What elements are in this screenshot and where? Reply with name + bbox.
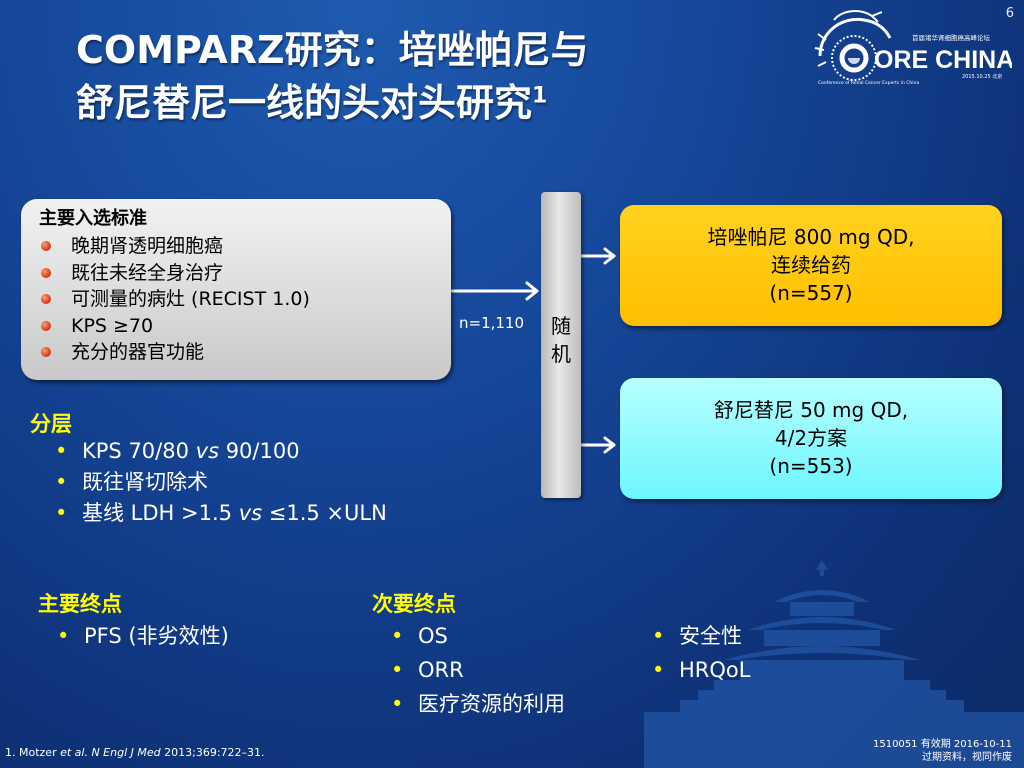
document-code: 1510051 有效期 2016-10-11 过期资料，视同作废 bbox=[873, 738, 1012, 764]
criterion-text: 可测量的病灶 (RECIST 1.0) bbox=[71, 288, 310, 310]
list-item: •OS bbox=[388, 621, 565, 652]
core-china-logo-icon: ORE CHINA 首届诸华肾细胞癌高峰论坛 2015.10.25 北京 Con… bbox=[814, 10, 1012, 86]
secondary-endpoint-list-2: •安全性 •HRQoL bbox=[649, 621, 750, 686]
document-code-line-1: 1510051 有效期 2016-10-11 bbox=[872, 739, 1012, 750]
randomization-label-2: 机 bbox=[551, 342, 571, 366]
stratification-title: 分层 bbox=[30, 412, 72, 436]
bullet-icon bbox=[41, 294, 51, 304]
title-line-1: COMPARZ研究：培唑帕尼与 bbox=[76, 28, 589, 72]
logo-subtitle: 首届诸华肾细胞癌高峰论坛 bbox=[912, 33, 991, 42]
logo-ring-text: Conference of Renal Cancer Experts in Ch… bbox=[818, 80, 919, 86]
list-item: •既往肾切除术 bbox=[52, 467, 387, 498]
list-item: 既往未经全身治疗 bbox=[39, 260, 451, 287]
sunitinib-schedule: 4/2方案 bbox=[774, 426, 848, 450]
list-item: •医疗资源的利用 bbox=[388, 689, 565, 720]
list-item: •KPS 70/80 vs 90/100 bbox=[52, 436, 387, 467]
stratification-list: •KPS 70/80 vs 90/100 •既往肾切除术 •基线 LDH >1.… bbox=[52, 436, 387, 529]
criterion-text: KPS ≥70 bbox=[71, 314, 154, 337]
bullet-icon: • bbox=[652, 624, 665, 648]
pazopanib-n: (n=557) bbox=[769, 281, 853, 305]
inclusion-criteria-list: 晚期肾透明细胞癌 既往未经全身治疗 可测量的病灶 (RECIST 1.0) KP… bbox=[39, 233, 451, 366]
document-code-line-2: 过期资料，视同作废 bbox=[922, 752, 1012, 763]
list-item: •基线 LDH >1.5 vs ≤1.5 ×ULN bbox=[52, 498, 387, 529]
list-item: •安全性 bbox=[649, 621, 750, 652]
criterion-text: 充分的器官功能 bbox=[71, 341, 205, 363]
bullet-icon: • bbox=[391, 624, 404, 648]
pazopanib-arm-box: 培唑帕尼 800 mg QD, 连续给药 (n=557) bbox=[620, 205, 1002, 326]
list-item: •HRQoL bbox=[649, 655, 750, 686]
pazopanib-schedule: 连续给药 bbox=[771, 253, 851, 277]
secondary-endpoint-title: 次要终点 bbox=[372, 592, 456, 616]
list-item: 充分的器官功能 bbox=[39, 339, 451, 366]
bullet-icon: • bbox=[391, 692, 404, 716]
bullet-icon: • bbox=[57, 624, 70, 648]
slide-title: COMPARZ研究：培唑帕尼与 舒尼替尼一线的头对头研究1 bbox=[76, 24, 589, 130]
bullet-icon bbox=[41, 320, 51, 331]
list-item: •PFS (非劣效性) bbox=[54, 621, 229, 652]
bullet-icon: • bbox=[55, 501, 68, 525]
bullet-icon bbox=[41, 347, 51, 357]
randomization-label-1: 随 bbox=[551, 314, 571, 338]
sunitinib-dose: 舒尼替尼 50 mg QD, bbox=[713, 398, 909, 422]
bullet-icon bbox=[41, 267, 51, 278]
list-item: 晚期肾透明细胞癌 bbox=[39, 233, 451, 260]
list-item: 可测量的病灶 (RECIST 1.0) bbox=[39, 286, 451, 313]
inclusion-criteria-box: 主要入选标准 晚期肾透明细胞癌 既往未经全身治疗 可测量的病灶 (RECIST … bbox=[21, 199, 451, 380]
bullet-icon: • bbox=[55, 439, 68, 463]
pazopanib-dose: 培唑帕尼 800 mg QD, bbox=[707, 225, 915, 249]
primary-endpoint-list: •PFS (非劣效性) bbox=[54, 621, 229, 652]
title-line-2: 舒尼替尼一线的头对头研究 bbox=[76, 81, 533, 125]
inclusion-criteria-title: 主要入选标准 bbox=[39, 208, 147, 229]
bullet-icon: • bbox=[652, 658, 665, 682]
secondary-endpoint-list-1: •OS •ORR •医疗资源的利用 bbox=[388, 621, 565, 720]
primary-endpoint-title: 主要终点 bbox=[38, 592, 122, 616]
logo-text: ORE CHINA bbox=[874, 46, 1012, 74]
bullet-icon: • bbox=[55, 470, 68, 494]
list-item: KPS ≥70 bbox=[39, 313, 451, 340]
title-footnote-ref: 1 bbox=[532, 83, 548, 109]
randomization-bar: 随 机 bbox=[541, 192, 581, 498]
reference-footnote: 1. Motzer et al. N Engl J Med 2013;369:7… bbox=[5, 746, 265, 759]
list-item: •ORR bbox=[388, 655, 565, 686]
sunitinib-arm-box: 舒尼替尼 50 mg QD, 4/2方案 (n=553) bbox=[620, 378, 1002, 499]
temple-of-heaven-silhouette-icon bbox=[644, 560, 1024, 768]
logo-date: 2015.10.25 北京 bbox=[962, 73, 1002, 80]
bullet-icon: • bbox=[391, 658, 404, 682]
criterion-text: 既往未经全身治疗 bbox=[71, 261, 224, 284]
criterion-text: 晚期肾透明细胞癌 bbox=[71, 235, 224, 257]
bullet-icon bbox=[41, 241, 51, 251]
sample-size-label: n=1,110 bbox=[459, 314, 525, 332]
sunitinib-n: (n=553) bbox=[769, 454, 853, 478]
page-number: 6 bbox=[1005, 6, 1014, 21]
